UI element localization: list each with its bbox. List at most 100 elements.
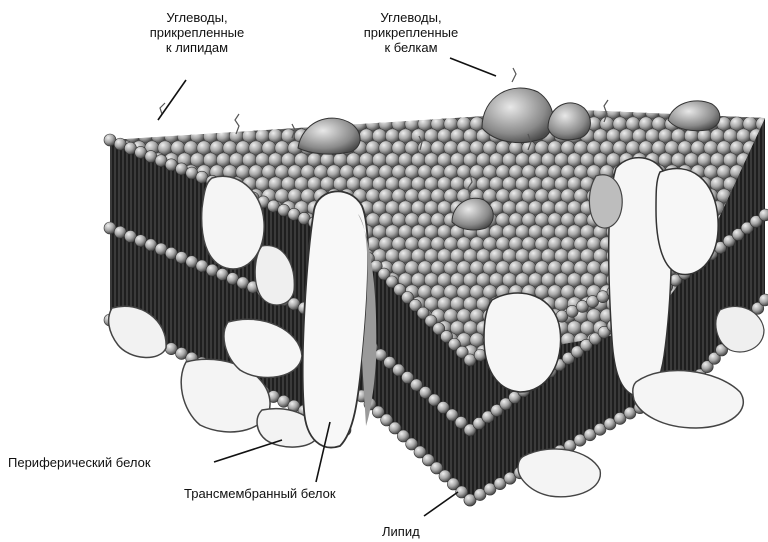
lipid-head [281,105,295,119]
lipid-head [275,93,289,107]
surface-protein-dome [548,103,590,140]
lipid-head [717,93,731,107]
lipid-head [177,105,191,119]
lipid-head [93,333,107,347]
surface-protein-dome [668,101,720,131]
label-line: Углеводы, [336,10,486,25]
lipid-head [730,357,744,371]
lipid-head [288,93,302,107]
lipid-head [93,189,107,203]
lipid-head [93,357,107,371]
lipid-head [294,105,308,119]
lipid-head [333,105,347,119]
label-lipid: Липид [382,524,420,539]
lipid-head [138,105,152,119]
lipid-head [307,105,321,119]
lipid-head [119,93,133,107]
lipid-head [366,93,380,107]
lipid-head [756,93,768,107]
lipid-head [600,93,614,107]
lipid-head [158,357,172,371]
lipid-head [106,117,120,131]
lipid-head [132,93,146,107]
lipid-head [93,93,107,107]
lipid-head [197,117,211,131]
lipid-head [749,105,763,119]
label-carbohydrates-lipids: Углеводы, прикрепленные к липидам [122,10,272,55]
lipid-head [119,117,133,131]
lipid-head [210,117,224,131]
lipid-head [340,93,354,107]
lipid-head [132,357,146,371]
lipid-head [99,105,113,119]
lipid-head [93,261,107,275]
label-line: к липидам [122,40,272,55]
leader-carb-lipid [158,80,186,120]
lipid-head [405,93,419,107]
peripheral-protein-shape [518,449,600,497]
lipid-head [145,117,159,131]
lipid-head [106,357,120,371]
lipid-head [145,357,159,371]
lipid-head [301,93,315,107]
lipid-head [379,93,393,107]
lipid-head [743,357,757,371]
label-carbohydrates-proteins: Углеводы, прикрепленные к белкам [336,10,486,55]
label-peripheral-protein: Периферический белок [8,455,151,470]
lipid-head [262,93,276,107]
lipid-head [457,93,471,107]
lipid-head [450,105,464,119]
lipid-head [112,105,126,119]
embedded-protein-shape [589,175,622,228]
lipid-head [756,357,768,371]
embedded-protein-shape [484,293,561,392]
lipid-head [223,93,237,107]
lipid-head [587,93,601,107]
lipid-head [665,93,679,107]
leader-carb-protein [450,58,496,76]
transmembrane-protein-shape [303,191,368,447]
lipid-head [372,105,386,119]
lipid-head [145,93,159,107]
peripheral-protein-shape [633,371,744,428]
lipid-head [385,105,399,119]
lipid-head [424,105,438,119]
lipid-head [759,294,768,306]
surface-protein-dome [482,88,553,143]
lipid-head [249,117,263,131]
lipid-head [93,237,107,251]
lipid-head [184,117,198,131]
lipid-head [184,93,198,107]
label-transmembrane-protein: Трансмембранный белок [184,486,336,501]
lipid-head [158,93,172,107]
lipid-head [411,105,425,119]
lipid-head [171,117,185,131]
lipid-head [249,93,263,107]
lipid-head [626,93,640,107]
lipid-head [639,93,653,107]
lipid-head [470,93,484,107]
lipid-head [437,105,451,119]
surface-protein-dome [298,118,360,154]
lipid-head [125,105,139,119]
lipid-head [444,93,458,107]
lipid-head [236,93,250,107]
lipid-head [132,117,146,131]
lipid-head [353,93,367,107]
lipid-head [262,117,276,131]
lipid-head [314,93,328,107]
lipid-head [197,93,211,107]
lipid-head [158,117,172,131]
lipid-head [216,105,230,119]
lipid-head [431,93,445,107]
lipid-head [190,105,204,119]
leader-lipid [424,492,458,516]
label-line: прикрепленные [122,25,272,40]
lipid-head [242,105,256,119]
lipid-head [346,105,360,119]
lipid-head [106,93,120,107]
lipid-head [613,93,627,107]
lipid-head [93,165,107,179]
lipid-head [210,93,224,107]
lipid-head [652,93,666,107]
